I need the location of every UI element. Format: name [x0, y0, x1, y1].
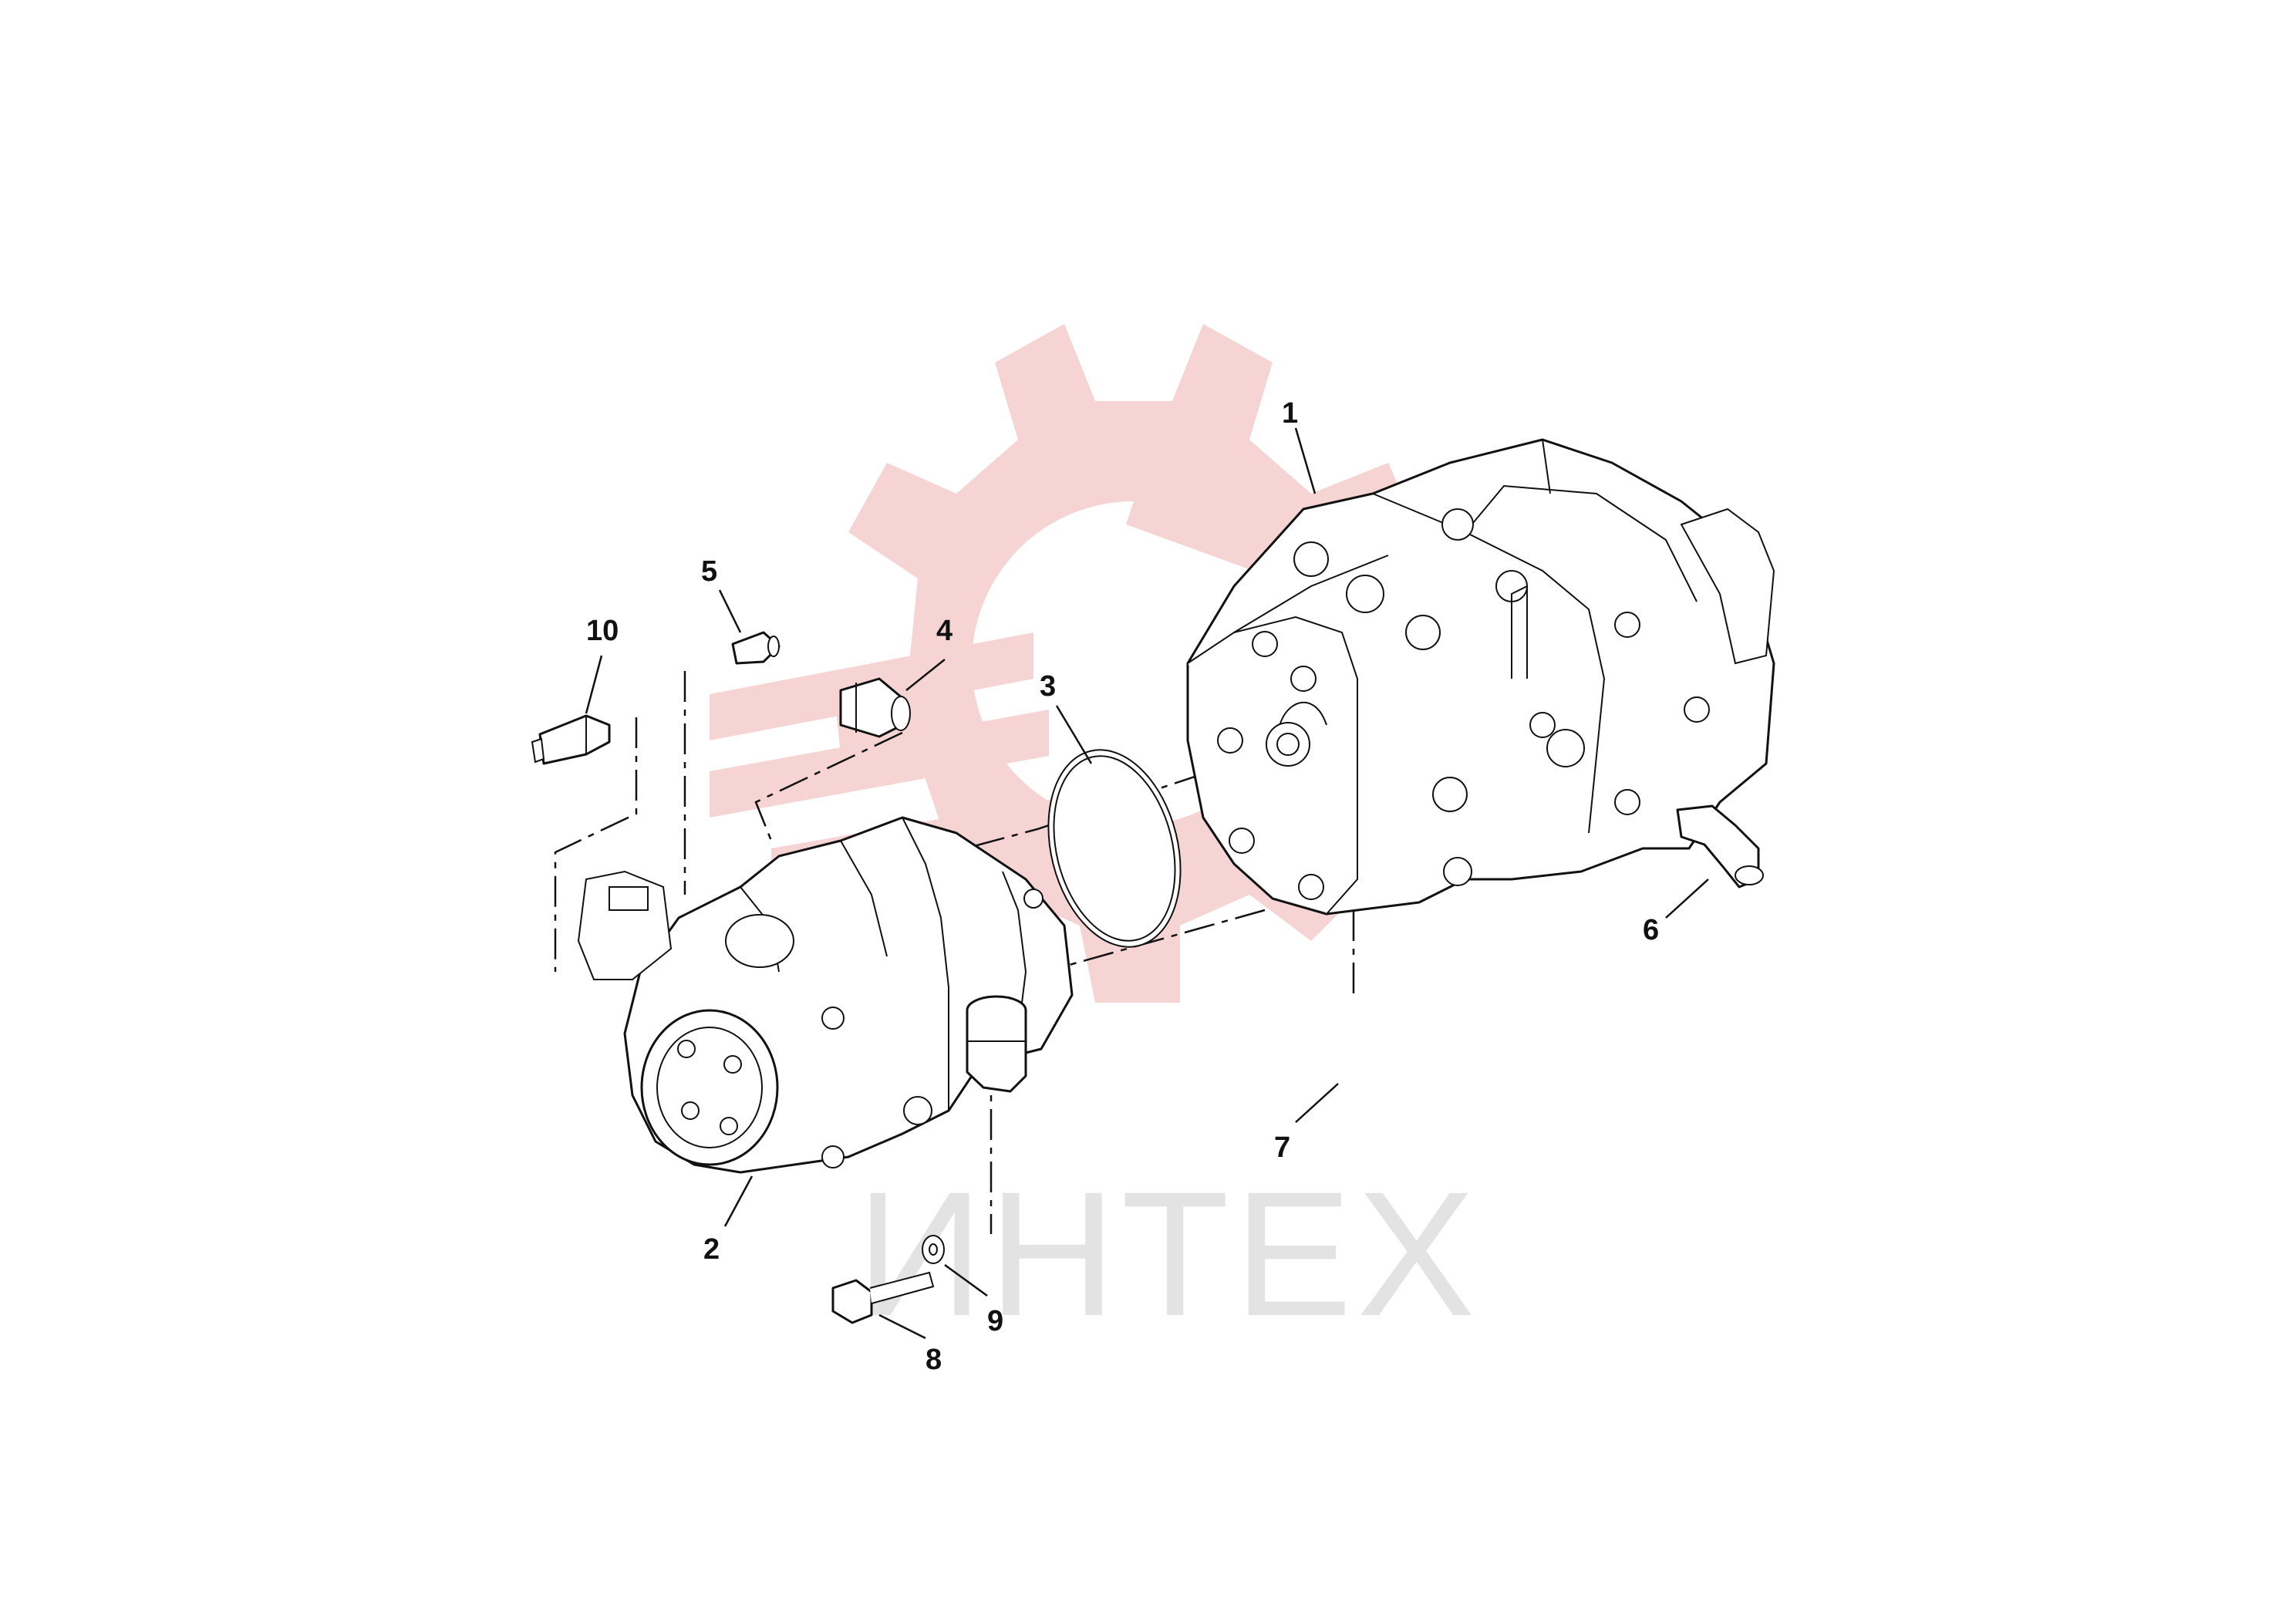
- fitting-5: [731, 631, 781, 665]
- callout-8: 8: [925, 1344, 942, 1376]
- callout-3: 3: [1040, 670, 1056, 703]
- callout-1: 1: [1282, 397, 1298, 430]
- callout-2: 2: [703, 1233, 720, 1266]
- watermark-text: ИНТЕХ: [856, 1155, 1480, 1353]
- callout-7: 7: [1274, 1131, 1290, 1164]
- callout-10: 10: [586, 615, 619, 647]
- secondary-pump: [577, 816, 1074, 1174]
- sensor-10: [531, 714, 611, 765]
- o-ring: [1047, 749, 1182, 948]
- main-pump-assembly: [1186, 438, 1775, 916]
- leader-lines: [585, 427, 1709, 1340]
- callout-labels: 1 2 3 4 5 6 7 8 9 10: [586, 397, 1659, 1376]
- bolt-8: [831, 1271, 935, 1324]
- plug-7: [966, 995, 1027, 1093]
- washer-9: [922, 1235, 945, 1264]
- callout-4: 4: [936, 615, 952, 647]
- callout-5: 5: [701, 555, 717, 588]
- fitting-4: [839, 677, 911, 738]
- callout-6: 6: [1643, 914, 1659, 946]
- callout-9: 9: [987, 1305, 1003, 1337]
- elbow-fitting-6: [1676, 804, 1764, 889]
